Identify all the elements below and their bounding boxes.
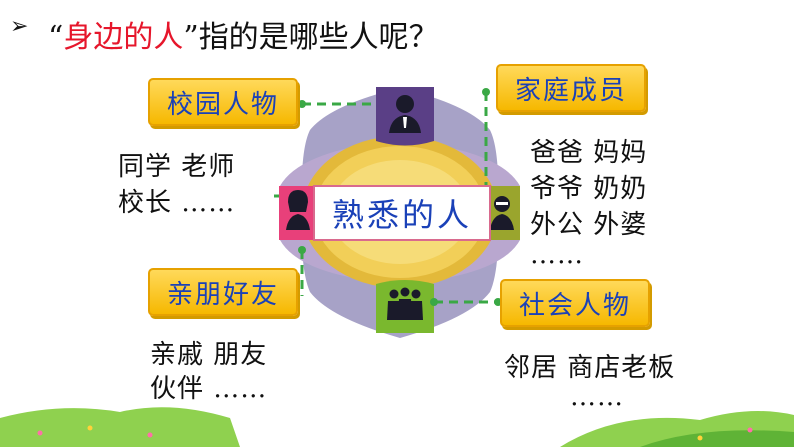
center-label: 熟悉的人 <box>313 185 491 241</box>
friends-line-1: 亲戚 朋友 <box>150 340 268 370</box>
page-title: “身边的人”指的是哪些人呢？ <box>48 12 439 56</box>
connectors <box>274 92 498 304</box>
person-glasses-icon <box>490 196 514 230</box>
tile-right <box>484 186 520 240</box>
family-line-1: 爸爸 妈妈 <box>530 138 648 168</box>
box-family: 家庭成员 <box>496 64 646 112</box>
person-male-icon <box>389 95 421 133</box>
family-line-4: …… <box>530 240 584 270</box>
box-friends: 亲朋好友 <box>148 268 298 316</box>
landscape-decoration <box>0 407 794 447</box>
tile-top <box>376 87 434 146</box>
school-line-2: 校长 …… <box>118 188 236 218</box>
school-line-1: 同学 老师 <box>118 152 236 182</box>
title-close-quote: ” <box>183 20 199 55</box>
society-line-2: …… <box>570 382 624 412</box>
society-line-1: 邻居 商店老板 <box>504 353 676 383</box>
title-bullet-icon: ➢ <box>10 14 29 39</box>
title-open-quote: “ <box>48 20 64 55</box>
title-highlight: 身边的人 <box>63 20 184 55</box>
box-society: 社会人物 <box>500 279 650 327</box>
tile-left <box>279 186 318 240</box>
title-rest: 指的是哪些人呢？ <box>198 20 439 55</box>
tile-bottom <box>376 280 434 333</box>
person-female-icon <box>286 190 310 230</box>
family-line-2: 爷爷 奶奶 <box>530 174 648 204</box>
family-line-3: 外公 外婆 <box>530 210 648 240</box>
group-people-icon <box>387 287 423 320</box>
friends-line-2: 伙伴 …… <box>150 374 268 404</box>
box-school: 校园人物 <box>148 78 298 126</box>
